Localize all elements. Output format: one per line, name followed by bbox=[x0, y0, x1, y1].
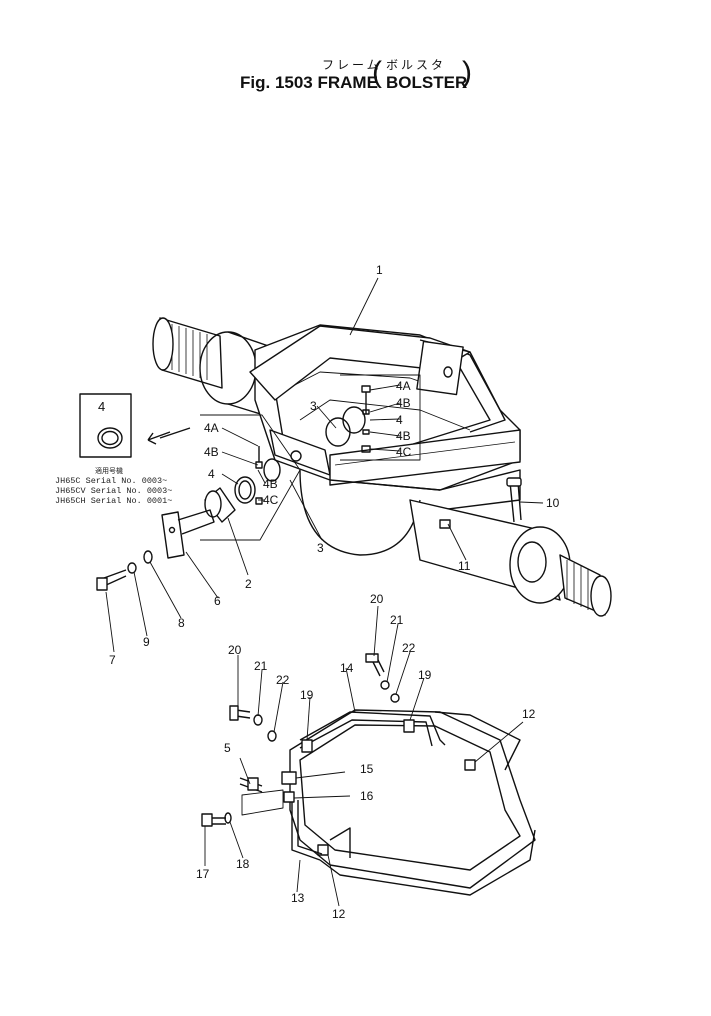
inset-box bbox=[79, 393, 132, 458]
callout-1: 1 bbox=[376, 263, 383, 277]
callout-bracket-left bbox=[200, 414, 301, 541]
callout-18: 18 bbox=[236, 857, 250, 871]
callout-20-right: 20 bbox=[370, 592, 384, 606]
applicability-line: JH65CV Serial No. 0003~ bbox=[55, 486, 173, 496]
nut-11 bbox=[439, 519, 451, 529]
callout-4b-right-2: 4B bbox=[396, 429, 411, 443]
callout-2: 2 bbox=[245, 577, 252, 591]
callout-6: 6 bbox=[214, 594, 221, 608]
callout-19-right: 19 bbox=[418, 668, 432, 682]
tube-14 bbox=[299, 711, 446, 749]
callout-11: 11 bbox=[458, 559, 471, 573]
callout-4b-left-1: 4B bbox=[204, 445, 219, 459]
callout-20-left: 20 bbox=[228, 643, 242, 657]
callout-4c-left: 4C bbox=[263, 493, 279, 507]
tube-13 bbox=[291, 800, 323, 861]
open-paren: ( bbox=[372, 56, 382, 89]
callout-21-left: 21 bbox=[254, 659, 268, 673]
callout-17: 17 bbox=[196, 867, 210, 881]
callout-labels: 1 2 3 3 4 4 4 4A 4B 4B 4C 4A 4B 4B 4C 5 … bbox=[98, 263, 560, 921]
callout-10: 10 bbox=[546, 496, 560, 510]
applicability-list: JH65C Serial No. 0003~ JH65CV Serial No.… bbox=[55, 476, 172, 506]
callout-7: 7 bbox=[109, 653, 116, 667]
lockwasher-9 bbox=[127, 562, 137, 574]
callout-4b-left-2: 4B bbox=[263, 477, 278, 491]
callout-4a-left: 4A bbox=[204, 421, 219, 435]
callout-4-inset: 4 bbox=[98, 399, 105, 414]
callout-12-lower: 12 bbox=[332, 907, 346, 921]
callout-22-right: 22 bbox=[402, 641, 416, 655]
applicability-heading: 適用号機 bbox=[95, 468, 123, 475]
callout-8: 8 bbox=[178, 616, 185, 630]
callout-9: 9 bbox=[143, 635, 150, 649]
callout-4c-right: 4C bbox=[396, 445, 412, 459]
callout-4b-right-1: 4B bbox=[396, 396, 411, 410]
leader-lines bbox=[105, 277, 544, 907]
title-japanese-main: フレーム bbox=[322, 58, 382, 72]
callout-13: 13 bbox=[291, 891, 305, 905]
pointer-arrow bbox=[147, 427, 191, 445]
figure-subtitle: BOLSTER bbox=[386, 73, 468, 92]
callout-21-right: 21 bbox=[390, 613, 404, 627]
seal-ring-left-inner bbox=[238, 480, 252, 500]
callout-3-lower: 3 bbox=[317, 541, 324, 555]
elbow-19-left bbox=[301, 739, 313, 753]
callout-19-left: 19 bbox=[300, 688, 314, 702]
fitting-4c-left bbox=[255, 497, 263, 505]
callout-15: 15 bbox=[360, 762, 374, 776]
bolster-frame bbox=[289, 709, 536, 896]
callout-16: 16 bbox=[360, 789, 374, 803]
figure-title: Fig. 1503 FRAME bbox=[240, 73, 378, 92]
ring-3 bbox=[263, 458, 281, 482]
callout-4a-right: 4A bbox=[396, 379, 411, 393]
bolt-10 bbox=[506, 477, 522, 523]
connector-bracket bbox=[241, 789, 284, 816]
callout-22-left: 22 bbox=[276, 673, 290, 687]
inset-seal-ring bbox=[97, 427, 123, 449]
elbow-19-right bbox=[403, 719, 415, 733]
bushing-2 bbox=[204, 487, 236, 523]
callout-bracket-right bbox=[340, 374, 421, 461]
frame-body bbox=[152, 317, 612, 617]
fitting-16 bbox=[283, 791, 295, 803]
applicability-line: JH65CH Serial No. 0001~ bbox=[55, 496, 173, 506]
applicability-line: JH65C Serial No. 0003~ bbox=[55, 476, 168, 486]
pin-6 bbox=[161, 509, 215, 559]
callout-3-upper: 3 bbox=[310, 399, 317, 413]
close-paren: ) bbox=[462, 56, 472, 89]
washer-22-left bbox=[267, 730, 277, 742]
washer-18 bbox=[224, 812, 232, 824]
washer-22-right bbox=[390, 693, 400, 703]
fitting-15 bbox=[281, 771, 297, 785]
callout-4-right: 4 bbox=[396, 413, 403, 427]
callout-4-left: 4 bbox=[208, 467, 215, 481]
callout-14: 14 bbox=[340, 661, 354, 675]
washer-8 bbox=[143, 550, 153, 564]
callout-12-upper: 12 bbox=[522, 707, 536, 721]
washer-21-right bbox=[380, 680, 390, 690]
callout-5: 5 bbox=[224, 741, 231, 755]
title-japanese-sub: ボルスタ bbox=[386, 58, 447, 72]
washer-21-left bbox=[253, 714, 263, 726]
seal-ring-left bbox=[234, 476, 256, 504]
